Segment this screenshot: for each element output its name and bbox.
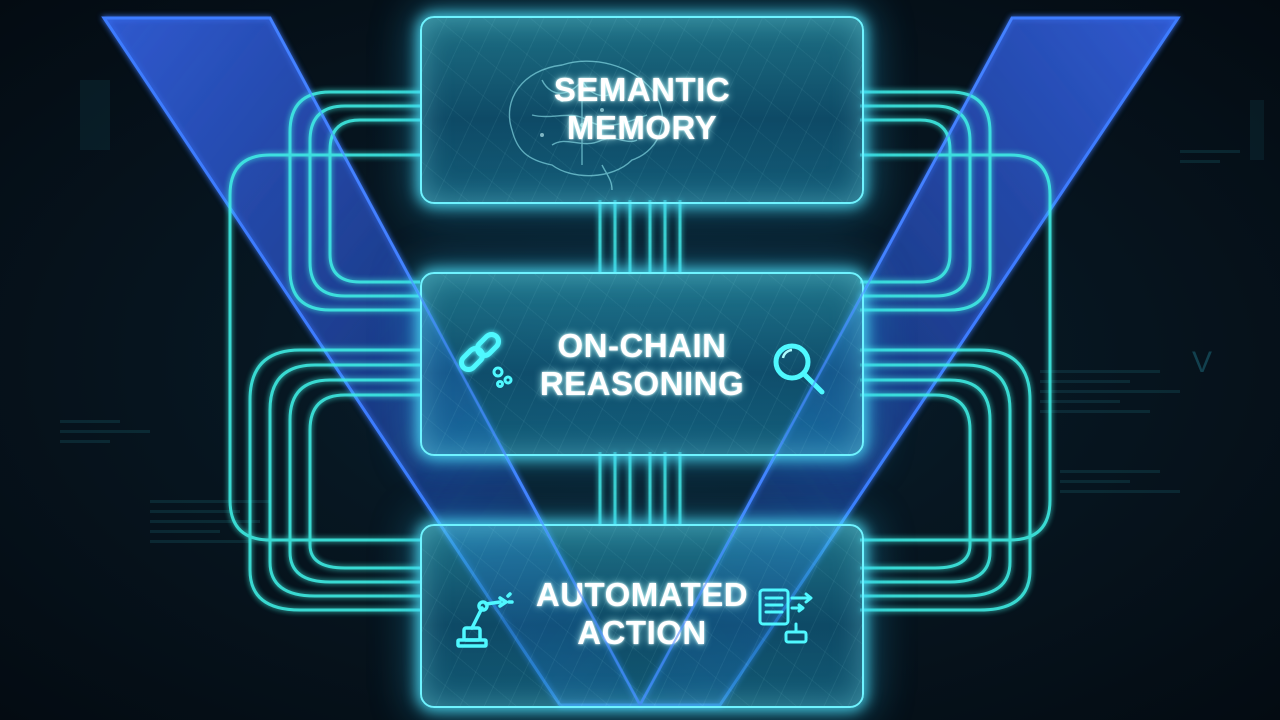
on-chain-reasoning-panel: ON-CHAIN REASONING — [420, 272, 864, 456]
semantic-memory-label: SEMANTIC MEMORY — [422, 71, 862, 147]
watermark-letter: V — [1192, 346, 1212, 379]
semantic-memory-panel: SEMANTIC MEMORY — [420, 16, 864, 204]
automated-action-panel: AUTOMATED ACTION — [420, 524, 864, 708]
layer-title-line1: AUTOMATED — [535, 576, 749, 613]
layer-title-line2: ACTION — [577, 614, 707, 651]
background-data-texture — [60, 80, 1264, 543]
layer-title-line2: REASONING — [539, 365, 745, 402]
layer-title-line1: SEMANTIC — [553, 71, 731, 108]
on-chain-reasoning-label: ON-CHAIN REASONING — [422, 327, 862, 403]
layer-title-line2: MEMORY — [566, 109, 718, 146]
layer-title-line1: ON-CHAIN — [557, 327, 727, 364]
automated-action-label: AUTOMATED ACTION — [422, 576, 862, 652]
